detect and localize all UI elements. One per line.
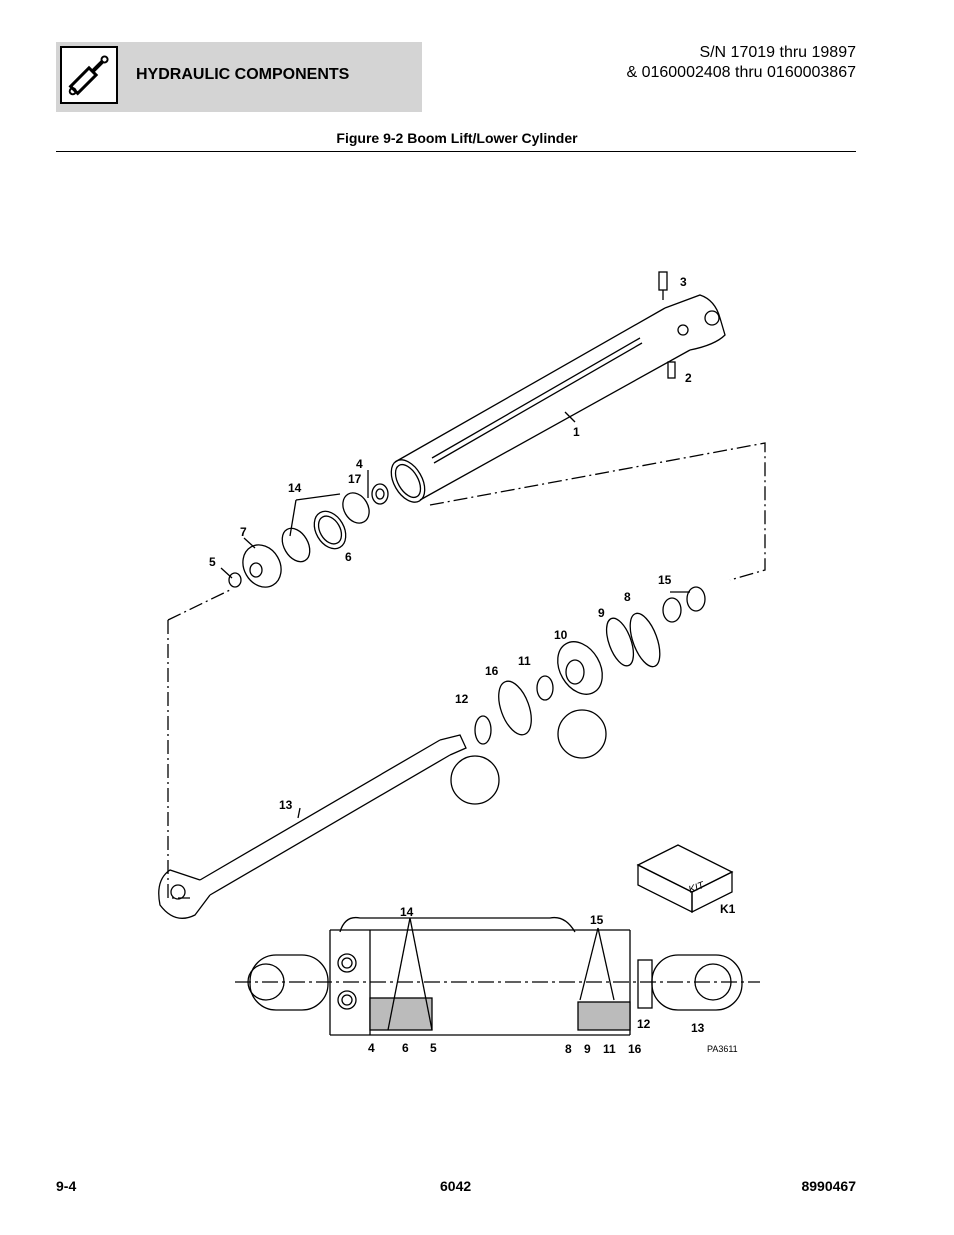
callout-17: 17 (348, 472, 362, 486)
section-title: HYDRAULIC COMPONENTS (136, 66, 350, 83)
footer-page-number: 9-4 (56, 1178, 77, 1194)
backup-ring-9 (605, 617, 635, 667)
section-callout-4: 4 (368, 1041, 375, 1055)
section-piston-hatch (369, 997, 433, 1031)
section-callout-13: 13 (691, 1021, 705, 1035)
seal-6 (313, 510, 347, 550)
section-callout-9: 9 (584, 1042, 591, 1056)
callout-15: 15 (658, 573, 672, 587)
wiper-16 (498, 680, 532, 736)
section-head-hatch (577, 1001, 631, 1031)
piston-rod (158, 734, 467, 919)
wiper-12 (474, 715, 492, 745)
section-header: HYDRAULIC COMPONENTS (56, 42, 422, 112)
serial-number-range: S/N 17019 thru 19897 & 0160002408 thru 0… (626, 43, 856, 83)
callout-7: 7 (240, 525, 247, 539)
figure-code: PA3611 (707, 1044, 738, 1054)
rod-seal-11 (536, 675, 554, 701)
o-ring-5 (228, 572, 242, 588)
piston (242, 544, 282, 588)
callout-8: 8 (624, 590, 631, 604)
callout-1: 1 (573, 425, 580, 439)
detail-circle-11 (557, 709, 607, 759)
kit-label: KIT (687, 880, 706, 896)
callout-6: 6 (345, 550, 352, 564)
cylinder-head (557, 641, 603, 695)
section-view (235, 916, 760, 1036)
callout-11: 11 (518, 654, 531, 668)
wear-ring-a (342, 492, 370, 524)
o-ring-8 (629, 612, 661, 668)
lock-nut (371, 483, 389, 505)
footer-part-number: 8990467 (801, 1178, 856, 1194)
callout-16: 16 (485, 664, 499, 678)
callout-13: 13 (279, 798, 293, 812)
callout-9: 9 (598, 606, 605, 620)
wear-ring-b (281, 527, 311, 563)
cylinder-barrel (390, 294, 726, 503)
footer-model: 6042 (440, 1178, 472, 1194)
callout-2: 2 (685, 371, 692, 385)
section-callout-16: 16 (628, 1042, 642, 1056)
section-callout-12: 12 (637, 1017, 651, 1031)
dashed-group-left (167, 620, 190, 899)
callout-12: 12 (455, 692, 469, 706)
section-callout-8: 8 (565, 1042, 572, 1056)
callout-K1: K1 (720, 902, 736, 916)
section-callout-11: 11 (603, 1042, 616, 1056)
serial-line-2: & 0160002408 thru 0160003867 (626, 64, 856, 81)
header-rule (56, 151, 856, 152)
section-callout-6: 6 (402, 1041, 409, 1055)
detail-circle-12 (450, 755, 500, 805)
section-callout-5: 5 (430, 1041, 437, 1055)
callout-5: 5 (209, 555, 216, 569)
section-callout-14: 14 (400, 905, 414, 919)
callout-10: 10 (554, 628, 568, 642)
section-callout-15: 15 (590, 913, 604, 927)
wear-ring-15 (686, 586, 706, 612)
grease-fitting (658, 271, 668, 300)
bleeder-fitting (667, 361, 676, 379)
serial-line-1: S/N 17019 thru 19897 (699, 44, 856, 61)
seal-kit-box (636, 844, 734, 914)
hydraulic-cylinder-icon (60, 46, 118, 104)
callout-3: 3 (680, 275, 687, 289)
callout-4: 4 (356, 457, 363, 471)
callout-14: 14 (288, 481, 302, 495)
dashed-group-right (429, 442, 766, 581)
figure-title: Figure 9-2 Boom Lift/Lower Cylinder (336, 130, 578, 146)
